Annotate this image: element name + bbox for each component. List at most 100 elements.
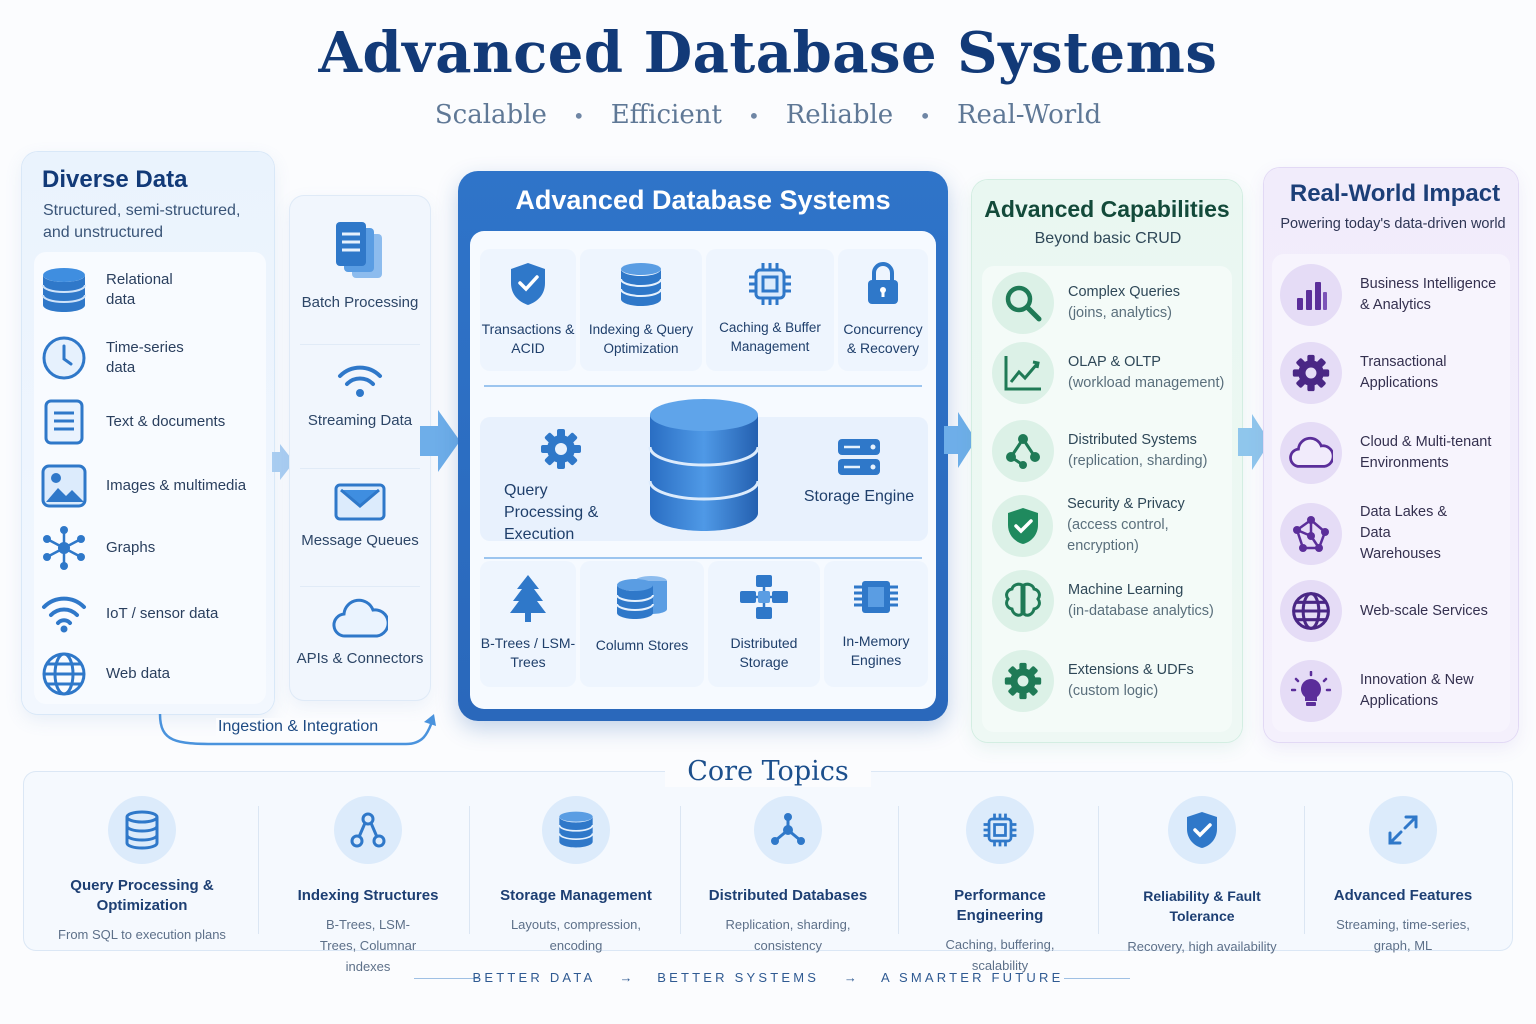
core-tile-label: B-Trees / LSM-Trees [480,635,576,670]
topic-desc: Layouts, compression, encoding [510,917,642,953]
list-item-label: Time-series data [106,339,184,376]
topic-desc: B-Trees, LSM-Trees, Columnar indexes [319,917,417,974]
topic-card: Reliability & Fault Tolerance Recovery, … [1110,796,1294,957]
topic-card: Distributed Databases Replication, shard… [700,796,876,956]
real-list [1272,254,1510,732]
list-item: Transactional Applications [1280,342,1470,404]
tag-real-world: Real-World [956,100,1102,130]
storage-engine-label: Storage Engine [803,488,915,505]
divider [300,344,420,345]
wifi-stream-icon [290,362,430,407]
footer-line-right [1064,978,1130,979]
capability-detail: (joins, analytics) [1068,305,1172,321]
advanced-title: Advanced Capabilities [984,196,1230,222]
topic-title: Indexing Structures [297,887,439,904]
database-stack-icon [542,796,610,864]
core-tile: Caching & Buffer Management [706,249,834,371]
ingestion-item: APIs & Connectors [290,598,430,669]
advanced-subtitle: Beyond basic CRUD [1034,230,1182,247]
list-item-label: Relational data [106,271,173,308]
ingestion-item-label: Batch Processing [301,294,419,311]
memory-chip-icon [824,573,928,626]
list-item: Extensions & UDFs(custom logic) [992,650,1194,712]
core-tile: B-Trees / LSM-Trees [480,561,576,687]
divider [1098,806,1099,934]
flow-arrow [420,410,460,472]
list-item: IoT / sensor data [40,590,218,638]
core-tile: Column Stores [580,561,704,687]
list-item: Relational data [40,266,206,314]
list-item-label: Data Lakes & Data Warehouses [1360,504,1448,562]
topic-card: Indexing Structures B-Trees, LSM-Trees, … [280,796,456,977]
list-item-label: Innovation & New Applications [1360,672,1474,709]
capability-name: Security & Privacy [1067,496,1185,512]
divider [258,806,259,934]
core-tile-label: Caching & Buffer Management [719,320,821,354]
ingestion-caption: Ingestion & Integration [216,718,381,736]
ingestion-panel: Batch Processing Streaming Data Message … [290,196,430,700]
ingestion-item-label: Message Queues [301,532,419,549]
network-nodes-icon [992,420,1054,482]
cloud-icon [290,598,430,645]
chip-icon [966,796,1034,864]
real-title: Real-World Impact [1289,180,1501,207]
divider [898,806,899,934]
distributed-nodes-icon [708,573,820,626]
capability-detail: (in-database analytics) [1068,603,1214,619]
list-item-label: Extensions & UDFs(custom logic) [1068,660,1194,702]
core-tile: Indexing & Query Optimization [580,249,702,371]
envelope-icon [290,482,430,527]
real-world-impact-panel: Real-World Impact Powering today's data-… [1264,168,1518,742]
shield-check-icon [1168,796,1236,864]
footer-part: A SMARTER FUTURE [881,970,1064,985]
ingestion-item-label: APIs & Connectors [296,650,424,667]
page-subtitle: Scalable•Efficient•Reliable•Real-World [434,100,1102,130]
shield-check-icon [480,261,576,312]
gear-icon [992,650,1054,712]
database-stack-icon [580,261,702,314]
list-item: Cloud & Multi-tenant Environments [1280,422,1510,484]
core-tile-label: In-Memory Engines [842,633,910,668]
divider [1304,806,1305,934]
ingestion-item-label: Streaming Data [307,412,413,429]
capability-name: Extensions & UDFs [1068,662,1194,678]
storage-drive-icon [796,437,922,482]
capability-name: Machine Learning [1068,582,1184,598]
line-chart-icon [992,342,1054,404]
divider [300,468,420,469]
ingestion-item: Message Queues [290,482,430,551]
tag-scalable: Scalable [434,100,547,130]
list-item: Security & Privacy (access control, encry… [992,494,1242,557]
list-item-label: IoT / sensor data [106,605,219,622]
topic-card: Advanced Features Streaming, time-series… [1322,796,1484,956]
list-item-label: Complex Queries (joins, analytics) [1068,282,1180,324]
column-store-icon [580,573,704,626]
diverse-data-title: Diverse Data [42,166,188,193]
capability-name: Complex Queries [1068,284,1181,300]
ingestion-item: Streaming Data [290,362,430,431]
list-item-label: Text & documents [106,413,226,430]
topic-desc: From SQL to execution plans [58,927,226,942]
topic-desc: Streaming, time-series, graph, ML [1336,917,1470,953]
divider [300,586,420,587]
core-title: Advanced Database Systems [515,185,891,215]
brain-icon [992,570,1054,632]
core-inner: Transactions & ACID Indexing & Query Opt… [470,231,936,709]
capability-name: Distributed Systems [1068,432,1197,448]
core-tile: Distributed Storage [708,561,820,687]
tree-icon [480,573,576,628]
list-item: Web-scale Services [1280,580,1488,642]
chip-icon [706,261,834,312]
expand-arrows-icon [1369,796,1437,864]
tag-efficient: Efficient [610,100,722,130]
real-subtitle: Powering today's data-driven world [1280,216,1506,232]
list-item: Time-series data [40,334,206,382]
database-icon [108,796,176,864]
list-item: Machine Learning (in-database analytics) [992,570,1214,632]
topic-title: Performance Engineering [954,887,1046,924]
magnifier-icon [992,272,1054,334]
topic-desc: Caching, buffering, scalability [945,937,1055,973]
capability-detail: (access control, encryption) [1067,517,1169,554]
core-topics-title: Core Topics [0,756,1536,787]
core-tile-label: Indexing & Query Optimization [588,322,694,356]
